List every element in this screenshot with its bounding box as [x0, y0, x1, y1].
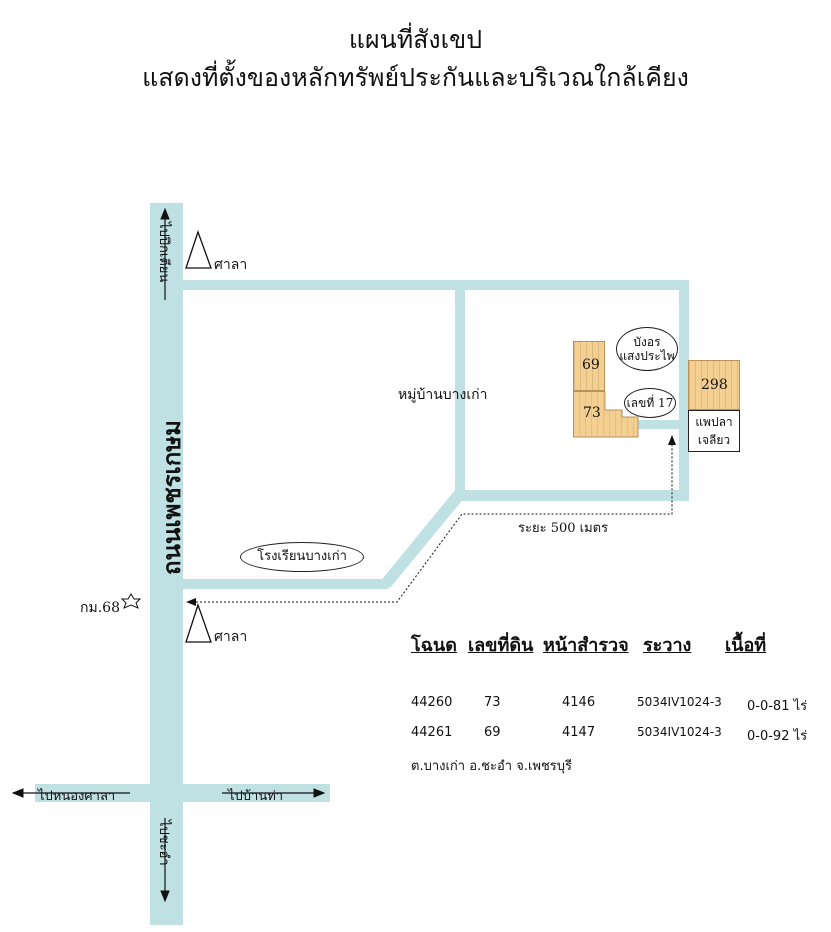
table-cell: 5034IV1024-3 [637, 695, 722, 709]
owner-name-line2: แสงประไพ [619, 349, 675, 363]
table-cell: 4146 [562, 695, 596, 710]
middle-soi [455, 290, 465, 497]
route-dotted [196, 444, 673, 603]
lot-298: 298 [688, 360, 740, 410]
sala-north-label: ศาลา [214, 257, 248, 273]
arrow-north-icon [160, 207, 170, 300]
top-soi [183, 280, 688, 290]
table-cell: 73 [484, 695, 501, 710]
lot-298-label: 298 [701, 377, 728, 393]
neighbor-line2: เจลียว [697, 433, 731, 447]
table-header-sheet: ระวาง [643, 635, 692, 656]
lower-soi [455, 490, 689, 501]
neighbor-line1: แพปลา [695, 415, 733, 429]
table-header-area: เนื้อที่ [725, 635, 767, 656]
route-arrow-up-icon [668, 435, 676, 445]
map-title: แผนที่สังเขป [348, 25, 483, 54]
km-star-icon [120, 593, 142, 609]
table-cell: 0-0-81 ไร่ [747, 699, 808, 714]
table-header-survey: หน้าสำรวจ [543, 635, 629, 656]
lot-73-label: 73 [583, 405, 601, 421]
km-marker-label: กม.68 [80, 600, 120, 616]
main-road [150, 203, 183, 925]
to-east-label: ไปบ้านท่า [228, 789, 284, 804]
sala-south-label: ศาลา [214, 629, 248, 645]
table-cell: 0-0-92 ไร่ [747, 729, 808, 744]
house-number-ellipse: เลขที่ 17 [624, 388, 676, 418]
school-road [183, 579, 388, 589]
table-cell: 69 [484, 725, 501, 740]
location-label: ต.บางเก่า อ.ชะอำ จ.เพชรบุรี [411, 759, 573, 774]
table-cell: 4147 [562, 725, 596, 740]
arrow-south-icon [160, 818, 170, 903]
to-south-label: ไปชะอำ [156, 820, 171, 866]
house-number-label: เลขที่ 17 [626, 396, 674, 410]
table-cell: 44260 [411, 695, 453, 710]
lot-69: 69 [573, 341, 605, 391]
map-subtitle: แสดงที่ตั้งของหลักทรัพย์ประกันและบริเวณใ… [142, 63, 689, 92]
cross-road [35, 784, 330, 802]
village-label: หมู่บ้านบางเก่า [398, 387, 488, 403]
table-cell: 5034IV1024-3 [637, 725, 722, 739]
lot-73-shape [573, 391, 639, 438]
table-header-land-no: เลขที่ดิน [468, 635, 534, 656]
table-header-deed: โฉนด [411, 635, 457, 656]
table-cell: 44261 [411, 725, 453, 740]
route-arrow-left-icon [186, 598, 196, 606]
to-north-label: ไปปึกเตียน [156, 222, 171, 283]
school-ellipse: โรงเรียนบางเก่า [240, 542, 364, 572]
right-soi [679, 280, 689, 501]
diagonal-soi [379, 490, 465, 588]
owner-ellipse: บังอร แสงประไพ [616, 327, 678, 371]
lot-69-label: 69 [582, 357, 600, 373]
owner-name-line1: บังอร [633, 335, 661, 349]
school-label: โรงเรียนบางเก่า [257, 549, 347, 564]
sala-south-icon [185, 602, 212, 643]
neighbor-box: แพปลา เจลียว [688, 410, 740, 452]
main-road-label: ถนนเพชรเกษม [157, 420, 186, 575]
sala-north-icon [185, 230, 212, 269]
arrow-east-icon [222, 788, 326, 798]
arrow-west-icon [11, 788, 130, 798]
lot-spur [636, 420, 689, 429]
distance-label: ระยะ 500 เมตร [518, 521, 609, 536]
to-west-label: ไปหนองศาลา [38, 789, 116, 804]
